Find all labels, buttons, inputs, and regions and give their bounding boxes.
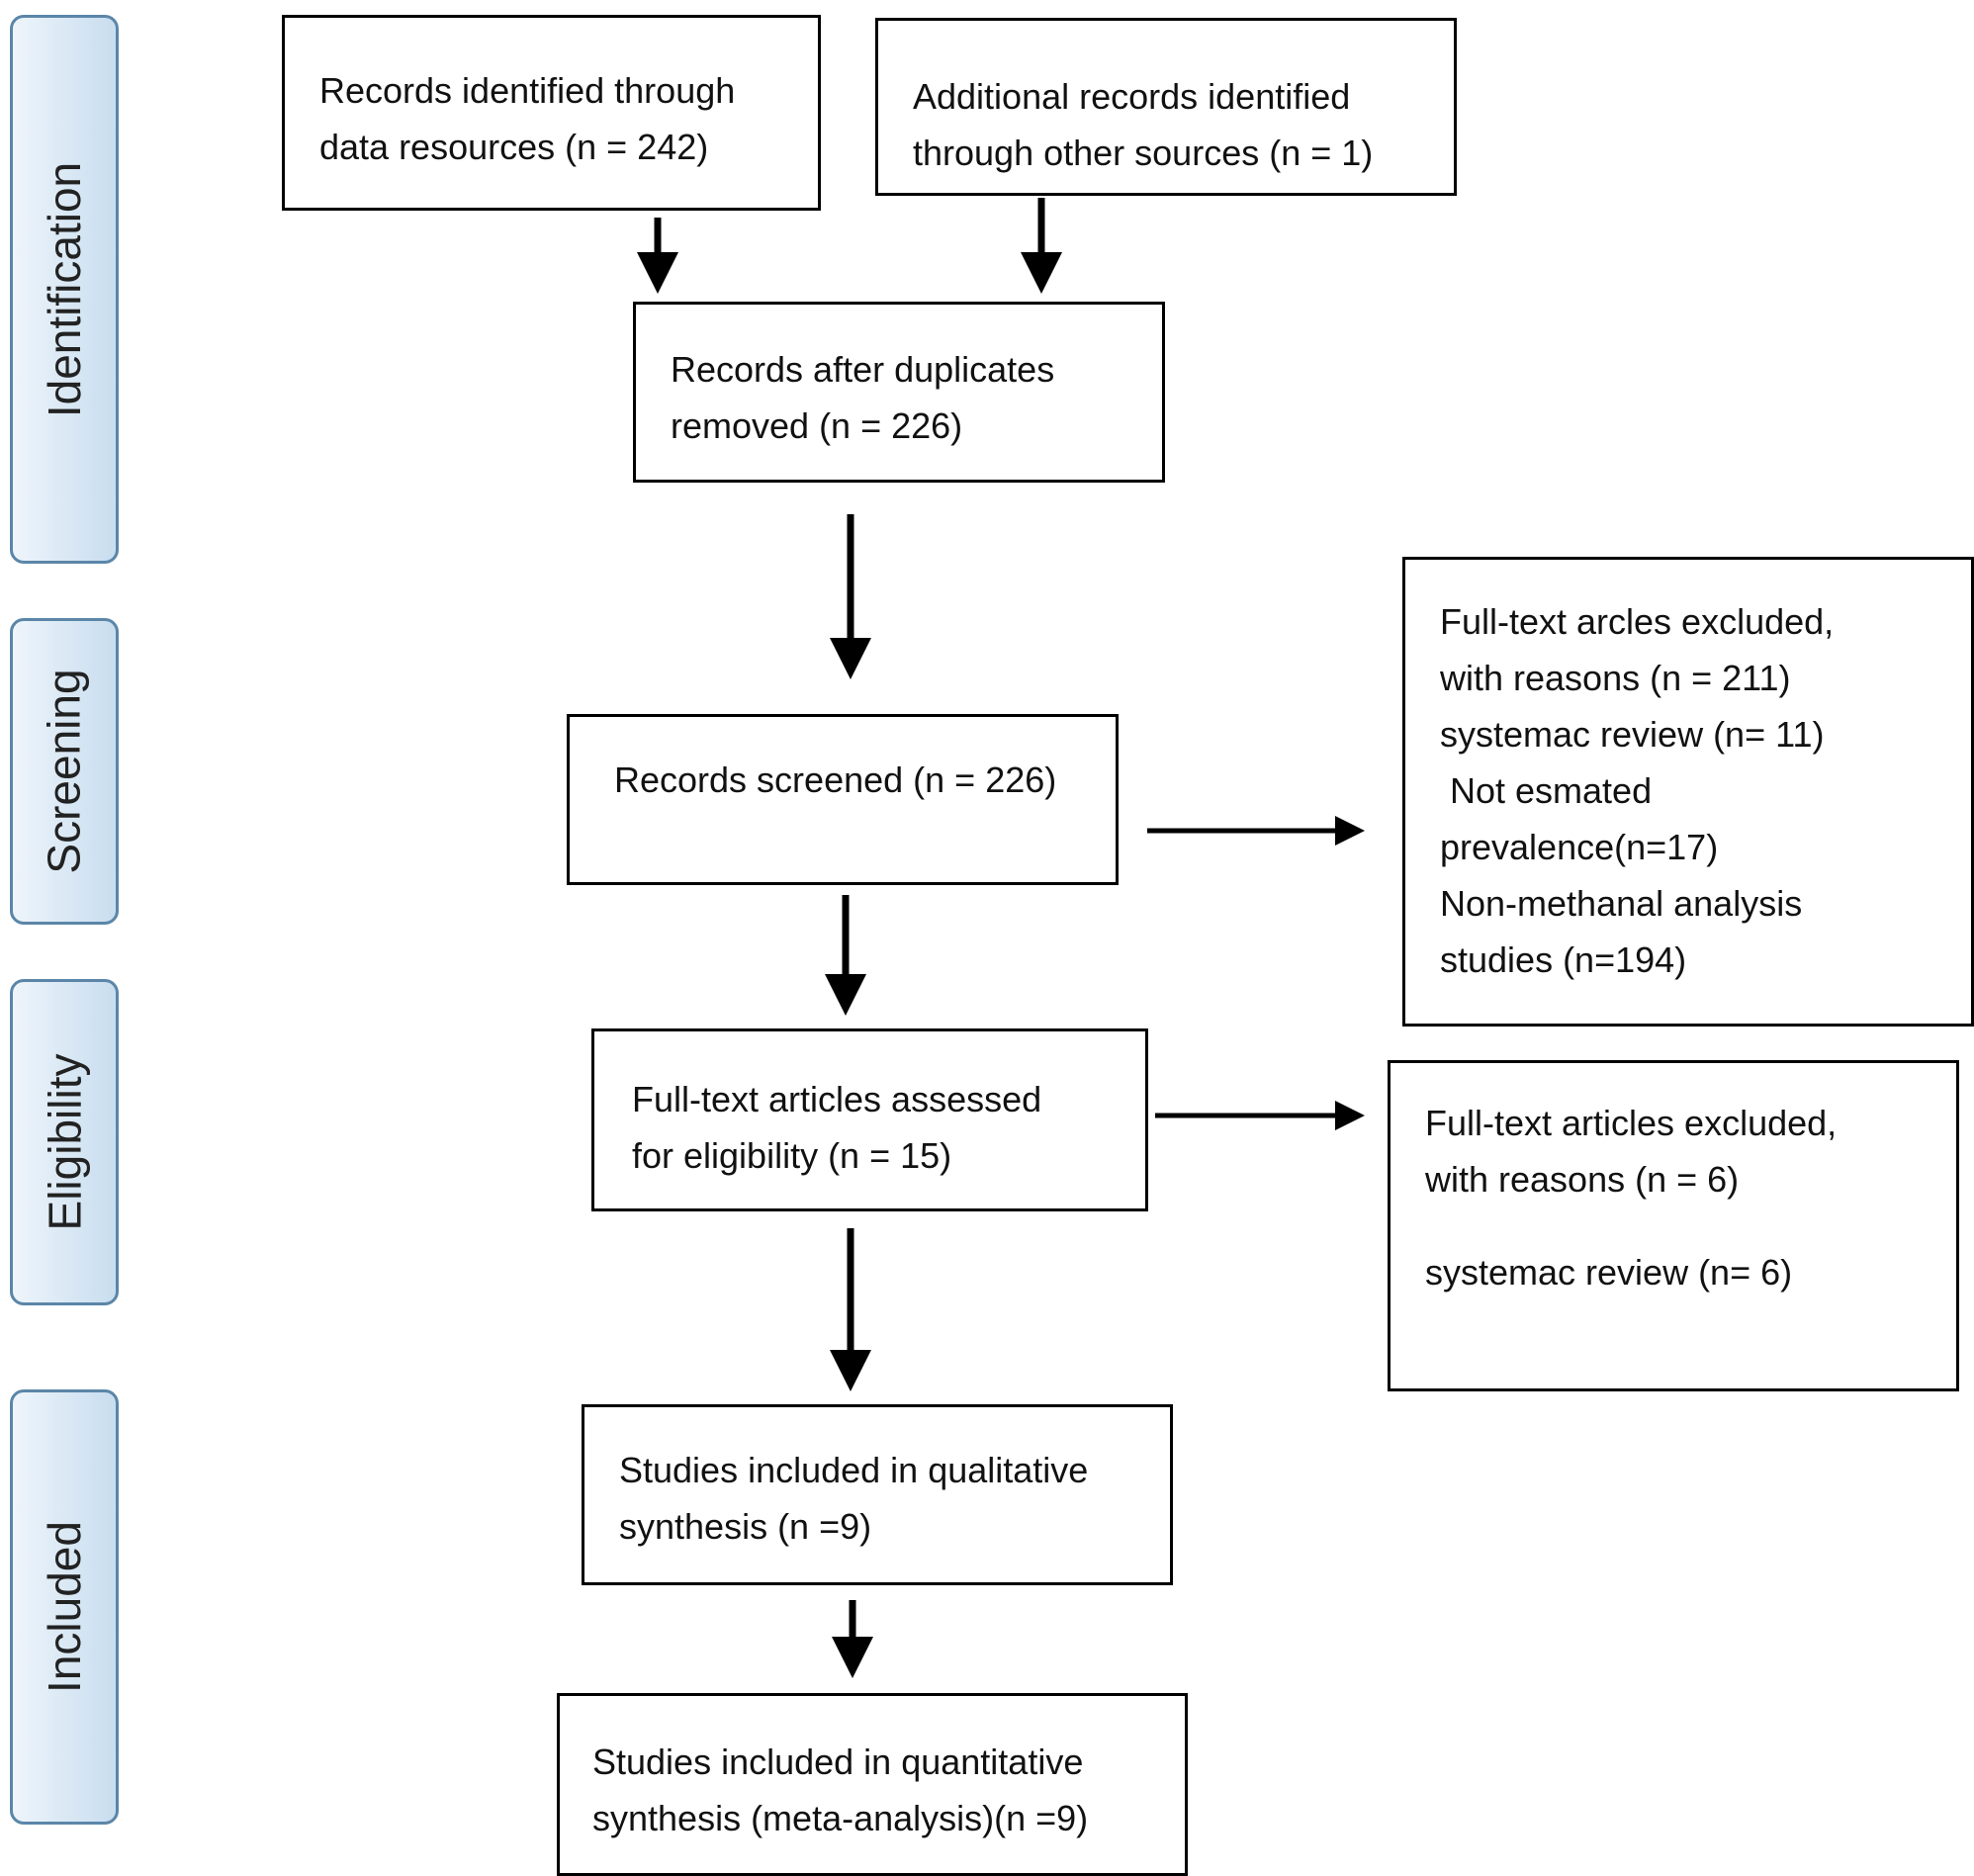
box-text-line: removed (n = 226) <box>671 405 963 446</box>
box-text-line: Not esmated <box>1450 770 1653 811</box>
box-text-line: Additional records identified <box>913 76 1351 117</box>
box-text-line: Full-text articles assessed <box>632 1079 1042 1119</box>
box-text-line: Records after duplicates <box>671 349 1055 390</box>
box-text-line: Studies included in quantitative <box>592 1742 1084 1782</box>
box-text-line: synthesis (meta-analysis)(n =9) <box>592 1798 1089 1838</box>
excluded-screening-box: Full-text arcles excluded, with reasons … <box>1402 557 1974 1027</box>
box-text-line: systemac review (n= 6) <box>1425 1252 1793 1293</box>
phase-included: Included <box>10 1389 119 1825</box>
qualitative-synthesis-box: Studies included in qualitative synthesi… <box>582 1404 1173 1585</box>
box-text-line: for eligibility (n = 15) <box>632 1135 952 1176</box>
box-text-line: through other sources (n = 1) <box>913 133 1374 173</box>
phase-eligibility: Eligibility <box>10 979 119 1305</box>
box-text-line: data resources (n = 242) <box>319 127 709 167</box>
box-text-line: Studies included in qualitative <box>619 1450 1089 1490</box>
box-text-line: with reasons (n = 6) <box>1425 1159 1740 1200</box>
box-text-line: Non-methanal analysis <box>1440 883 1803 924</box>
box-text-line: synthesis (n =9) <box>619 1506 872 1547</box>
box-text-line: Records screened (n = 226) <box>614 759 1057 800</box>
box-text-line: prevalence(n=17) <box>1440 827 1719 867</box>
box-text-line: studies (n=194) <box>1440 939 1687 980</box>
excluded-eligibility-box: Full-text articles excluded, with reason… <box>1388 1060 1959 1391</box>
quantitative-synthesis-box: Studies included in quantitative synthes… <box>557 1693 1188 1876</box>
box-text-line: Full-text arcles excluded, <box>1440 601 1835 642</box>
after-duplicates-box: Records after duplicates removed (n = 22… <box>633 302 1165 483</box>
records-screened-box: Records screened (n = 226) <box>567 714 1119 885</box>
full-text-assessed-box: Full-text articles assessed for eligibil… <box>591 1028 1148 1211</box>
box-text-line: Full-text articles excluded, <box>1425 1103 1838 1143</box>
box-text-line: systemac review (n= 11) <box>1440 714 1825 755</box>
additional-records-box: Additional records identified through ot… <box>875 18 1457 196</box>
phase-identification: Identification <box>10 15 119 564</box>
records-identified-box: Records identified through data resource… <box>282 15 821 211</box>
box-text-line: Records identified through <box>319 70 736 111</box>
phase-screening: Screening <box>10 618 119 925</box>
box-text-line: with reasons (n = 211) <box>1440 658 1791 698</box>
